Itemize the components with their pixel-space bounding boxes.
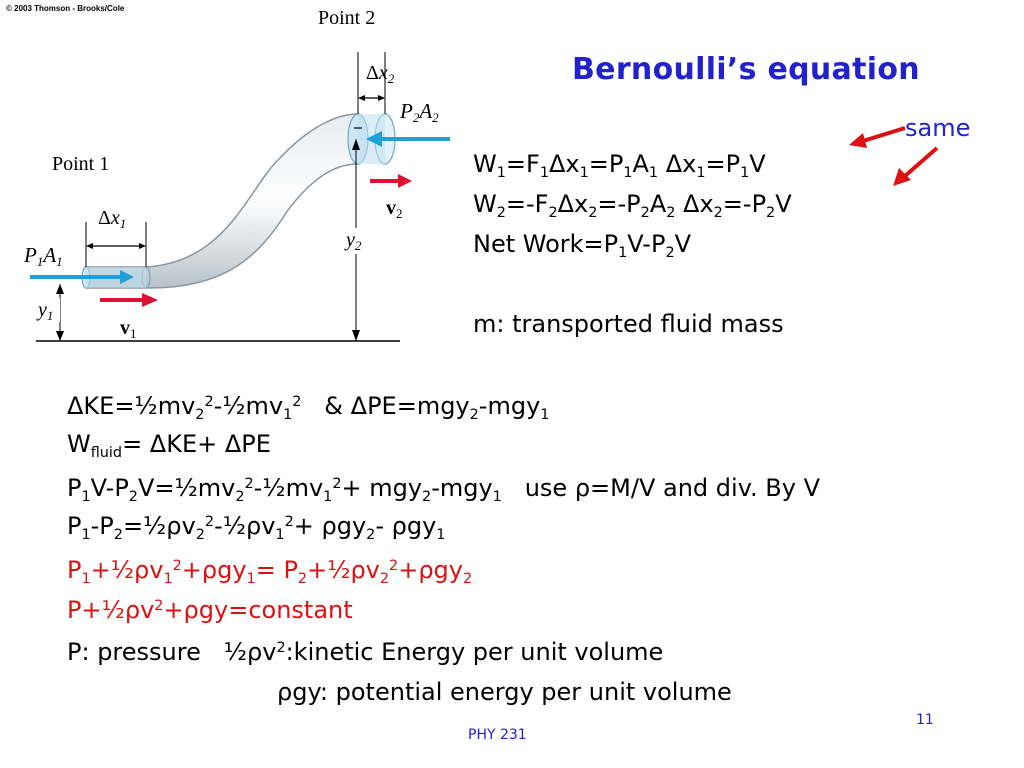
p2a2-label: P2A2 <box>399 99 439 125</box>
y1-label: y1 <box>36 299 53 323</box>
mass-definition: m: transported fluid mass <box>473 310 784 338</box>
energy-equation: ΔKE=½mv22-½mv12 & ΔPE=mgy2-mgy1 <box>67 392 550 424</box>
potential-energy-definition: ρgy: potential energy per unit volume <box>277 678 732 706</box>
work-energy-equation: P1V-P2V=½mv22-½mv12+ mgy2-mgy1 use ρ=M/V… <box>67 474 821 506</box>
bernoulli-constant: P+½ρv2+ρgy=constant <box>67 596 353 624</box>
slide-title: Bernoulli’s equation <box>572 52 920 87</box>
point1-label: Point 1 <box>52 153 109 175</box>
same-annotation: same <box>905 114 971 142</box>
pressure-difference-equation: P1-P2=½ρv22-½ρv12+ ρgy2- ρgy1 <box>67 512 446 544</box>
copyright-notice: © 2003 Thomson - Brooks/Cole <box>6 4 125 13</box>
red-arrow-1 <box>862 126 906 143</box>
pipe-body <box>85 113 359 289</box>
dx1-label: Δx1 <box>98 207 126 231</box>
v1-label: v1 <box>120 317 137 341</box>
bernoulli-equation: P1+½ρv12+ρgy1= P2+½ρv22+ρgy2 <box>67 556 473 588</box>
fluid-work-equation: Wfluid= ΔKE+ ΔPE <box>67 430 271 462</box>
course-footer: PHY 231 <box>468 727 527 743</box>
v2-label: v2 <box>386 197 403 221</box>
p1a1-label: P1A1 <box>23 243 63 269</box>
pressure-definition: P: pressure ½ρv2:kinetic Energy per unit… <box>67 638 664 666</box>
page-number: 11 <box>916 712 934 728</box>
same-arrows <box>849 126 939 186</box>
work1-equation: W1=F1Δx1=P1A1 Δx1=P1V <box>473 150 766 182</box>
red-arrow-2 <box>903 146 939 178</box>
net-work-equation: Net Work=P1V-P2V <box>473 230 692 262</box>
pipe-diagram: Point 2 Point 1 Δx2 Δx1 P2A2 v2 y2 P1A1 <box>23 7 450 342</box>
point2-label: Point 2 <box>318 7 375 29</box>
work2-equation: W2=-F2Δx2=-P2A2 Δx2=-P2V <box>473 190 792 222</box>
dx2-label: Δx2 <box>366 62 395 86</box>
y2-label: y2 <box>344 229 362 253</box>
